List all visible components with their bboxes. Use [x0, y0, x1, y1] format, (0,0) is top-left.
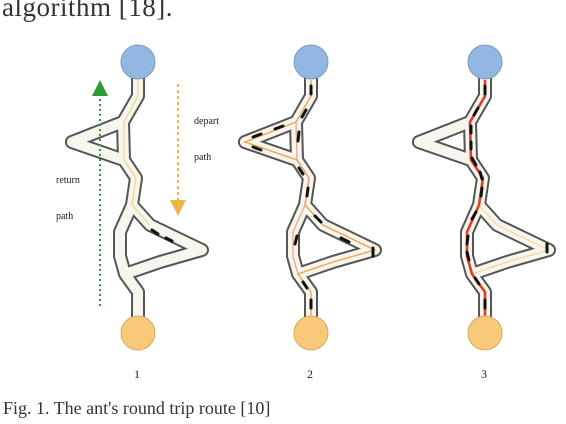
depart-label: depart	[194, 116, 219, 127]
route-outline	[412, 74, 556, 322]
food-source	[120, 44, 156, 80]
ant-marks	[465, 84, 549, 310]
preceding-text-line: algorithm [18].	[2, 0, 173, 22]
return-label: return	[56, 175, 80, 186]
route-outline	[65, 74, 209, 322]
depart-path-label: path	[194, 152, 211, 163]
ant-marks	[150, 228, 174, 243]
panel-number-2: 2	[307, 367, 313, 381]
panel-1	[65, 44, 209, 351]
medium-pheromone-trail	[242, 80, 377, 316]
panel-2	[238, 44, 382, 351]
panel-number-1: 1	[134, 367, 140, 381]
nest	[293, 315, 329, 351]
figure-caption: Fig. 1. The ant's round trip route [10]	[3, 398, 271, 418]
nest	[467, 315, 503, 351]
return-path-label: path	[56, 211, 73, 222]
food-source	[293, 44, 329, 80]
route-outline	[238, 74, 382, 322]
food-source	[467, 44, 503, 80]
ant-marks	[251, 84, 375, 310]
nest	[120, 315, 156, 351]
panel-number-3: 3	[481, 367, 487, 381]
ant-route-figure: depart path return path	[56, 44, 556, 381]
panel-3	[412, 44, 556, 351]
light-pheromone-trail	[123, 80, 151, 226]
